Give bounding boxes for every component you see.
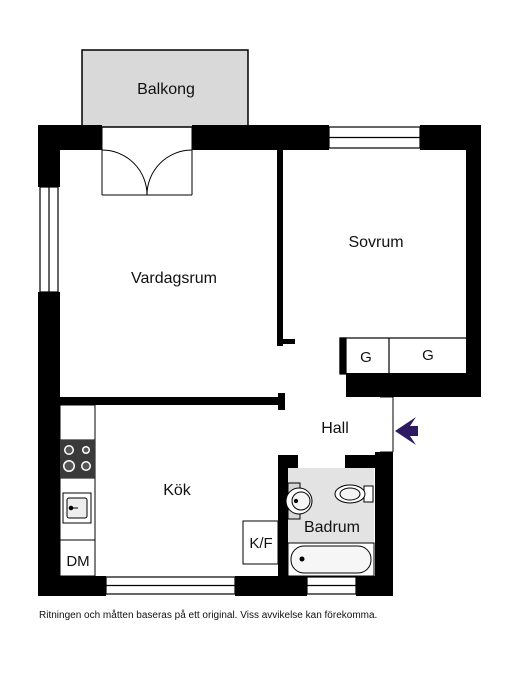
interior-walls [60, 150, 393, 576]
exterior-walls [38, 125, 481, 596]
stove-icon [60, 440, 95, 478]
kitchen-sink-icon [62, 492, 92, 524]
washbasin-icon [285, 482, 313, 520]
balcony-area [81, 49, 249, 128]
entrance-door [380, 396, 394, 453]
kitchen-counter [59, 404, 96, 577]
dishwasher-label: DM [66, 553, 89, 570]
toilet-icon [334, 484, 374, 504]
fridge-freezer-box [242, 520, 279, 565]
kitchen-label: Kök [163, 482, 192, 499]
disclaimer-text: Ritningen och måtten baseras på ett orig… [39, 610, 378, 621]
bedroom-label: Sovrum [348, 234, 403, 251]
fridge-freezer-label: K/F [249, 535, 272, 552]
closet-1-label: G [360, 349, 372, 366]
floor-plan: Balkong Vardagsrum Sovrum Hall Kök Badru… [38, 49, 481, 596]
balcony-double-door [101, 127, 193, 196]
balcony-label: Balkong [137, 81, 195, 98]
closets [339, 337, 468, 375]
bathtub-icon [287, 542, 375, 577]
bathroom-label: Badrum [304, 519, 360, 536]
hall-label: Hall [321, 420, 349, 437]
windows [39, 126, 421, 595]
closet-2-label: G [422, 347, 434, 364]
living-room-label: Vardagsrum [131, 270, 217, 287]
entrance-arrow-icon [395, 417, 418, 445]
